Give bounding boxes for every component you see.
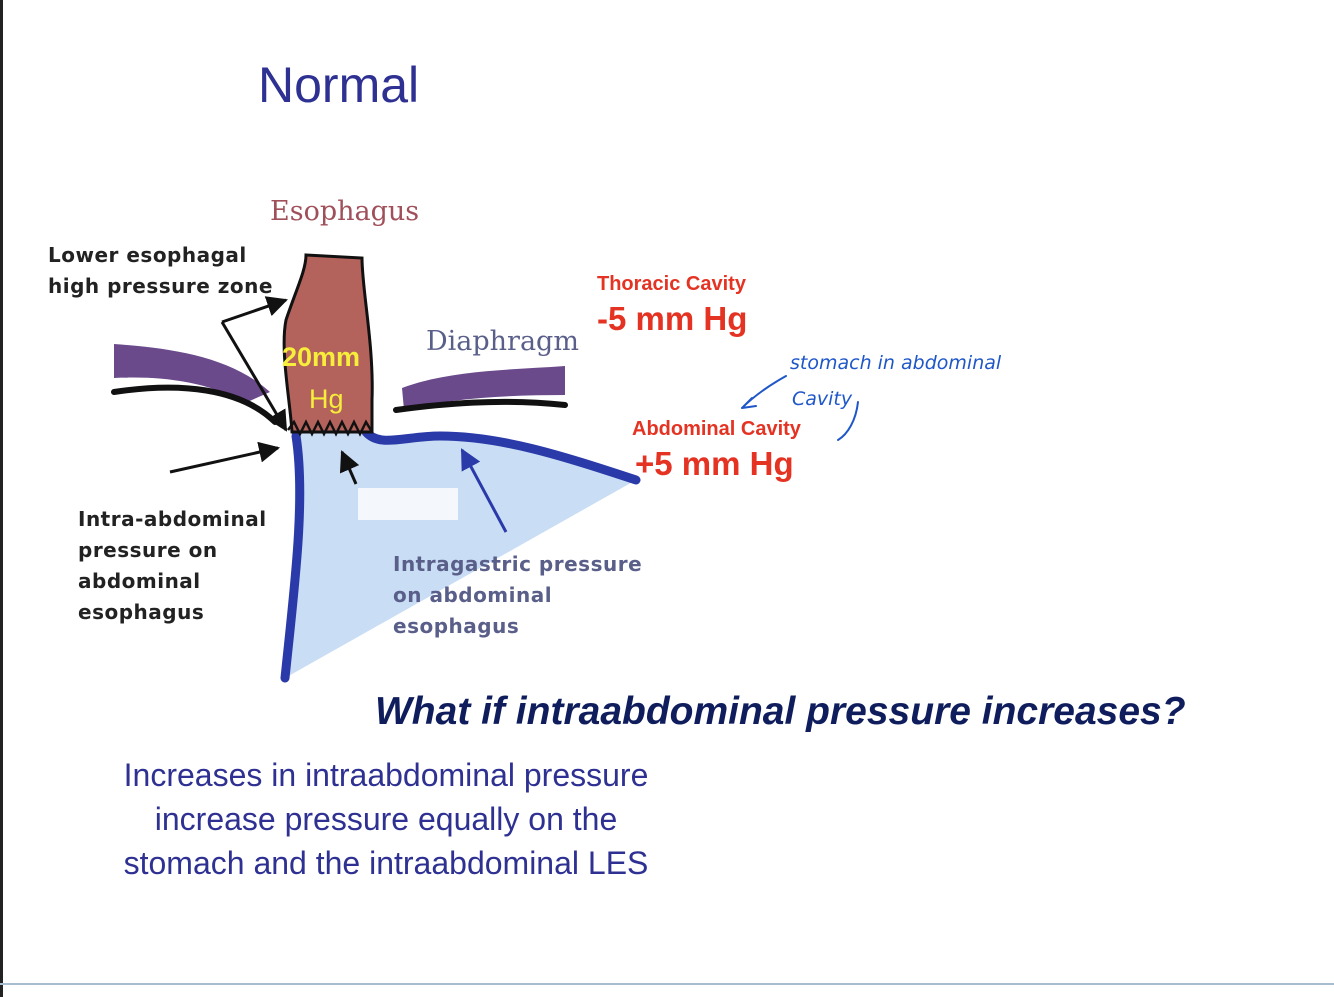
left-border [0, 0, 3, 997]
thoracic-cavity-label: Thoracic Cavity [597, 273, 746, 295]
intragastric-line3: esophagus [393, 614, 520, 638]
stomach-wall-top [361, 427, 641, 485]
intra-abdominal-line2: pressure on [78, 538, 218, 562]
intra-abdominal-line1: Intra-abdominal [78, 507, 267, 531]
intra-abdominal-line4: esophagus [78, 600, 205, 624]
diaphragm-label: Diaphragm [426, 326, 579, 357]
handwritten-note-line1: stomach in abdominal [790, 352, 1002, 374]
bottom-divider [0, 983, 1334, 985]
diaphragm-left [114, 344, 270, 403]
hpz-label-line2: high pressure zone [48, 274, 273, 298]
intra-abdominal-label: Intra-abdominal pressure on abdominal es… [78, 504, 267, 628]
explanation-line1: Increases in intraabdominal pressure [123, 757, 649, 793]
abdominal-pressure-value: +5 mm Hg [635, 445, 794, 482]
abdominal-cavity-label: Abdominal Cavity [632, 418, 801, 440]
gastroesophageal-junction [287, 419, 374, 437]
handwritten-arrow [741, 375, 787, 409]
intragastric-line2: on abdominal [393, 583, 553, 607]
handwritten-hook [837, 401, 859, 441]
question-heading: What if intraabdominal pressure increase… [375, 690, 1186, 733]
hpz-label: Lower esophagal high pressure zone [48, 240, 273, 302]
esophagus-tube [282, 253, 374, 434]
hpz-label-line1: Lower esophagal [48, 243, 247, 267]
arrow-hpz-upper [221, 296, 288, 324]
arrow-intra-abdominal [169, 441, 281, 474]
arrow-intragastric [460, 448, 508, 533]
intragastric-line1: Intragastric pressure [393, 552, 643, 576]
arrow-hpz-lower [220, 321, 288, 432]
stomach-wall-left [280, 431, 305, 683]
label-mask [358, 488, 458, 520]
les-pressure-unit: Hg [309, 384, 344, 414]
diaphragm-right [402, 366, 565, 410]
explanation-line2: increase pressure equally on the [154, 801, 618, 837]
diaphragm-left-outline [111, 384, 278, 425]
les-pressure-value: 20mm [282, 342, 361, 372]
esophagus-label: Esophagus [270, 196, 420, 227]
slide-title: Normal [258, 57, 420, 113]
handwritten-note-line2: Cavity [792, 388, 853, 410]
explanation-text: Increases in intraabdominal pressure inc… [74, 753, 698, 885]
intra-abdominal-line3: abdominal [78, 569, 201, 593]
explanation-line3: stomach and the intraabdominal LES [123, 845, 649, 881]
diaphragm-right-outline [393, 398, 568, 413]
arrow-junction [339, 450, 360, 485]
intragastric-label: Intragastric pressure on abdominal esoph… [393, 549, 642, 642]
thoracic-pressure-value: -5 mm Hg [597, 300, 748, 337]
